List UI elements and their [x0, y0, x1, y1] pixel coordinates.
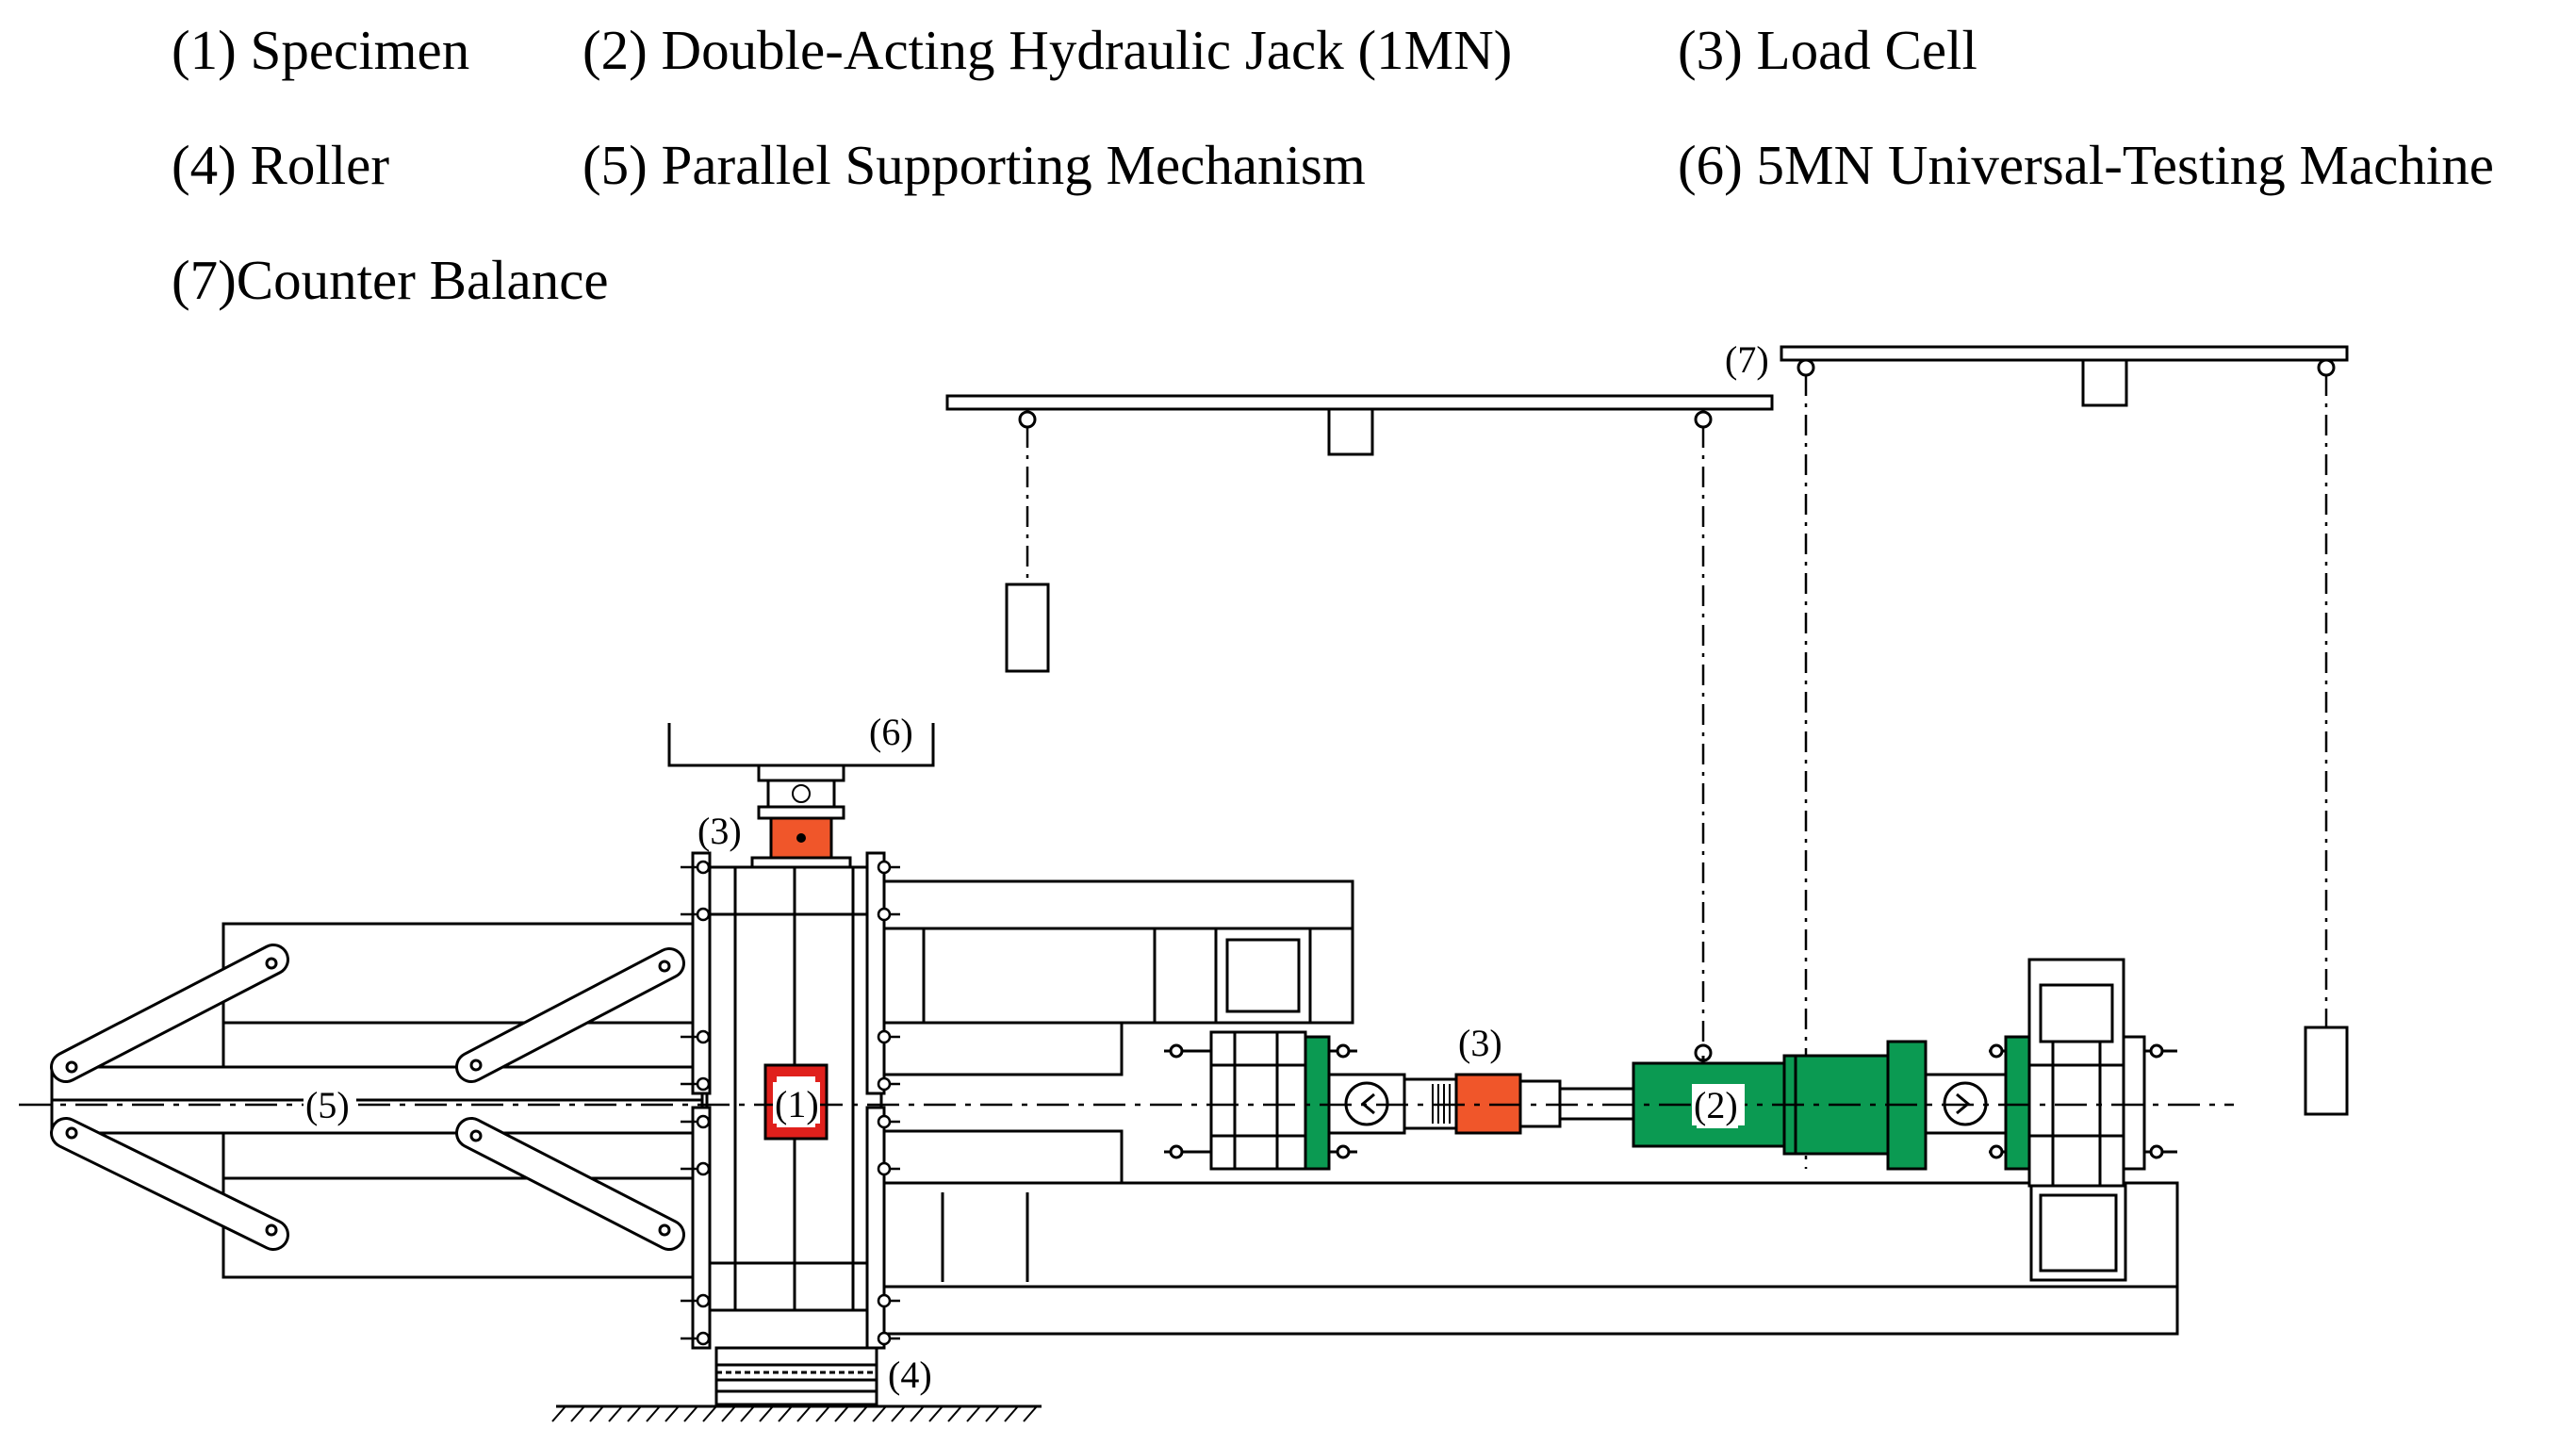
link-arm-lower-right [455, 1117, 685, 1251]
legend-item-counter-balance: (7)Counter Balance [172, 249, 609, 311]
legend-item-hydraulic-jack: (2) Double-Acting Hydraulic Jack (1MN) [582, 19, 1513, 81]
legend-item-roller: (4) Roller [172, 134, 390, 196]
counter-balance-right [1780, 345, 2349, 1169]
callout-load-cell-top: (3) [697, 810, 742, 852]
counterweight-left [1005, 583, 1050, 673]
legend-item-universal-testing-machine: (6) 5MN Universal-Testing Machine [1678, 134, 2494, 196]
callout-parallel-mechanism: (5) [305, 1084, 350, 1126]
link-arm-upper-right [455, 947, 685, 1083]
parallel-supporting-mechanism [50, 922, 704, 1279]
callout-load-cell-horizontal: (3) [1458, 1022, 1502, 1064]
legend: (1) Specimen (2) Double-Acting Hydraulic… [0, 0, 2576, 311]
callout-specimen: (1) [775, 1083, 819, 1125]
right-bracket [1989, 958, 2177, 1188]
ground [551, 1404, 1042, 1422]
counter-balance-left [945, 394, 1774, 1062]
universal-testing-machine [667, 723, 935, 820]
lower-reaction-beam [875, 1181, 2179, 1336]
left-bracket [1164, 1030, 1357, 1171]
link-arm-lower-left [50, 1117, 289, 1251]
upper-reaction-beam [875, 879, 1354, 1185]
callout-counter-balance: (7) [1725, 338, 1769, 381]
legend-item-specimen: (1) Specimen [172, 19, 470, 81]
legend-item-parallel-supporting-mechanism: (5) Parallel Supporting Mechanism [582, 134, 1366, 196]
link-arm-upper-left [50, 944, 289, 1083]
callout-roller: (4) [888, 1354, 932, 1396]
roller [714, 1346, 878, 1406]
legend-item-load-cell: (3) Load Cell [1678, 19, 1977, 81]
callout-utm: (6) [869, 711, 913, 753]
counterweight-right [2304, 1026, 2349, 1116]
callout-hydraulic-jack: (2) [1694, 1084, 1738, 1126]
flange-bolts [681, 860, 900, 1346]
